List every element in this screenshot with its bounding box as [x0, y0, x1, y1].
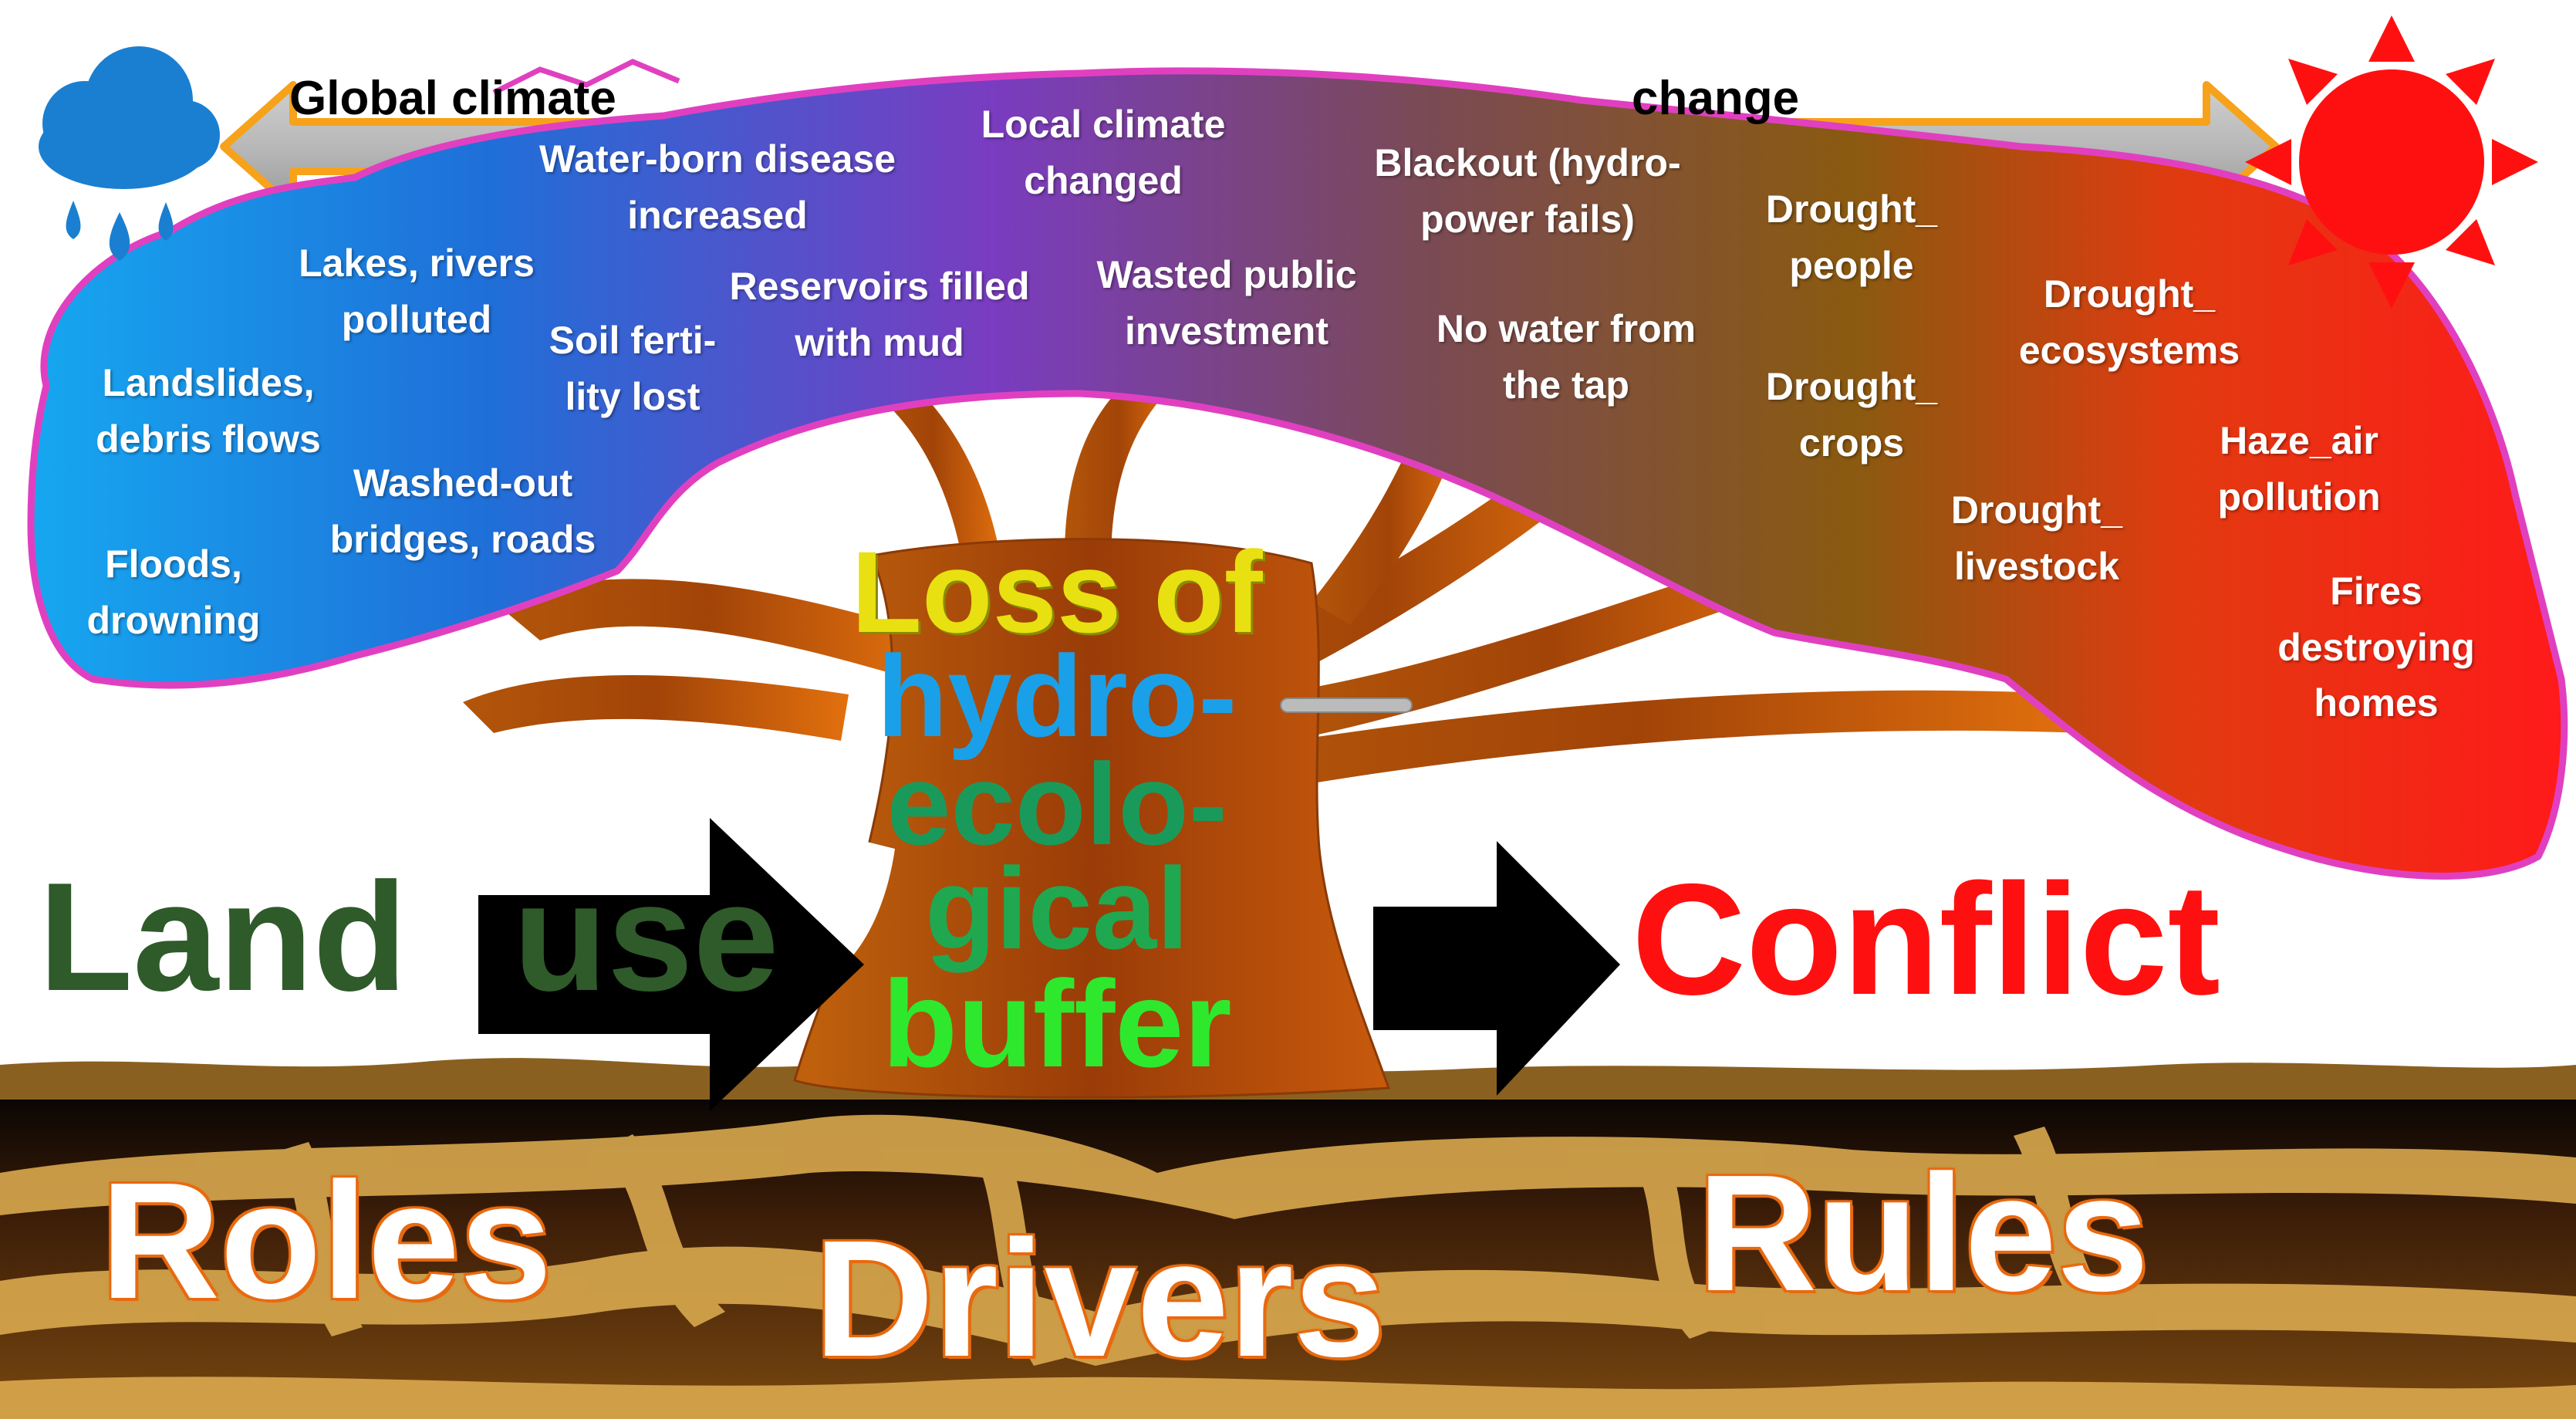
impact-label: No water from the tap [1436, 307, 1697, 407]
impact-label: Drought_ crops [1765, 365, 1938, 465]
canopy [27, 59, 2568, 880]
impact-label: Drought_ livestock [1950, 488, 2123, 588]
change-label: change [1632, 72, 1800, 125]
impact-label: Soil ferti-lity lost [549, 319, 717, 418]
conflict-word: Conflict [1632, 851, 2220, 1028]
sun-icon [2245, 15, 2538, 309]
arrow-landuse [478, 818, 864, 1111]
impact-label: Haze_air pollution [2217, 419, 2381, 519]
land-word: Land [39, 851, 407, 1023]
rules-word: Rules [1697, 1140, 2149, 1326]
arrow-conflict [1373, 841, 1620, 1096]
trunk-line-5: buffer [882, 954, 1232, 1093]
trunk-line-3: ecolo- [886, 739, 1227, 869]
use-word: use [513, 851, 779, 1023]
roles-word: Roles [100, 1147, 552, 1333]
trunk-line-1: Loss of [851, 527, 1263, 657]
impact-label: Water-born disease increased [538, 137, 896, 237]
tree-trunk [793, 538, 1391, 1099]
trunk-line-4: gical [925, 843, 1189, 973]
impact-label: Floods, drowning [86, 542, 261, 642]
impact-label: Fires destroying homes [2277, 569, 2475, 725]
impact-label: Drought_ ecosystems [2018, 272, 2240, 372]
impact-label: Reservoirs filled with mud [729, 265, 1030, 364]
global-climate-label: Global climate [289, 72, 616, 125]
impact-label: Blackout (hydro-power fails) [1374, 141, 1681, 241]
rain-cloud-icon [39, 46, 220, 261]
impact-label: Washed-out bridges, roads [329, 461, 596, 561]
impact-label: Wasted public investment [1096, 253, 1357, 353]
ground [0, 1058, 2576, 1419]
trunk-line-2: hydro- [876, 631, 1237, 761]
drivers-word: Drivers [814, 1205, 1386, 1391]
impact-label: Drought_ people [1765, 188, 1938, 287]
impact-label: Lakes, rivers polluted [299, 242, 535, 341]
impact-label: Local climate changed [981, 103, 1226, 202]
impact-label: Landslides, debris flows [96, 361, 321, 461]
